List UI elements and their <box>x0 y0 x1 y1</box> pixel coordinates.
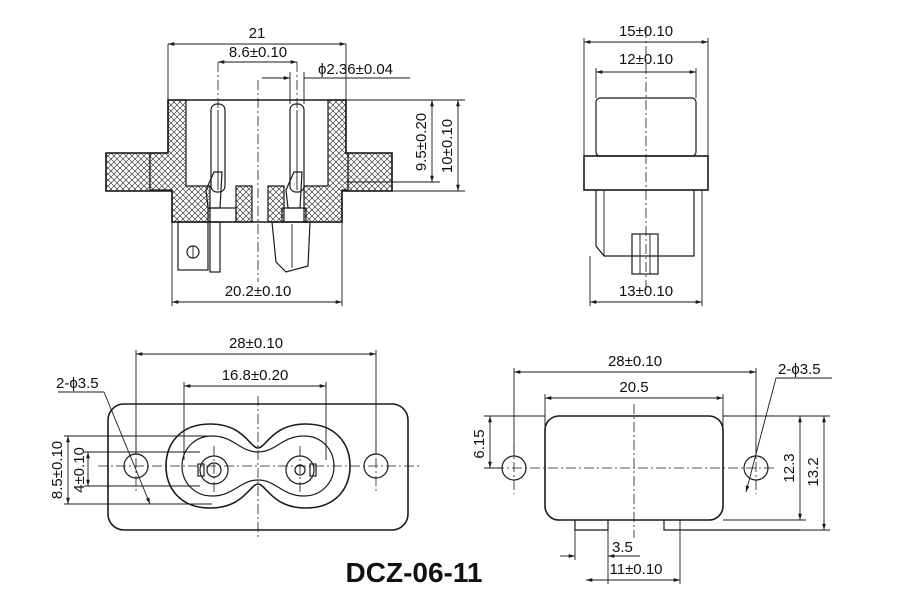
bottom-right-back-view: 28±0.10 20.5 2-ϕ3.5 6.15 12.3 13.2 3.5 1… <box>471 353 832 584</box>
dim-body-height: 10±0.10 <box>439 119 456 173</box>
part-number-title: DCZ-06-11 <box>346 557 483 588</box>
dim-mount-holes-back: 2-ϕ3.5 <box>778 361 821 378</box>
dim-height-inner: 4±0.10 <box>71 447 88 493</box>
dim-hole-spacing-back: 28±0.10 <box>608 353 662 370</box>
dim-hole-spacing: 28±0.10 <box>229 335 283 352</box>
dim-contact-spacing: 16.8±0.20 <box>222 367 289 384</box>
dim-inner-width: 12±0.10 <box>619 51 673 68</box>
dim-hole-offset: 6.15 <box>471 429 488 458</box>
dim-tab-span: 11±0.10 <box>610 561 663 578</box>
bottom-left-front-view: 28±0.10 16.8±0.20 2-ϕ3.5 8.5±0.10 4±0.10 <box>49 335 420 540</box>
dim-body-width: 20.5 <box>619 379 648 396</box>
dim-pin-diameter: ϕ2.36±0.04 <box>318 61 393 78</box>
dim-base-width-side: 13±0.10 <box>619 283 673 300</box>
top-left-section-view: 21 8.6±0.10 ϕ2.36±0.04 9.5±0.20 10±0.10 … <box>105 25 465 306</box>
dim-tab-width: 3.5 <box>612 539 633 556</box>
dim-mount-holes: 2-ϕ3.5 <box>56 375 99 392</box>
dim-overall-width: 21 <box>249 25 266 42</box>
dim-pin-height: 9.5±0.20 <box>413 113 430 171</box>
dim-body-height-back: 12.3 <box>781 453 798 482</box>
dim-outer-width: 15±0.10 <box>619 23 673 40</box>
dim-height-outer: 8.5±0.10 <box>49 441 66 499</box>
dim-flange-height: 13.2 <box>805 457 822 486</box>
dim-base-width: 20.2±0.10 <box>225 283 292 300</box>
dim-pin-pitch: 8.6±0.10 <box>229 44 287 61</box>
top-right-side-view: 15±0.10 12±0.10 13±0.10 <box>583 23 709 306</box>
